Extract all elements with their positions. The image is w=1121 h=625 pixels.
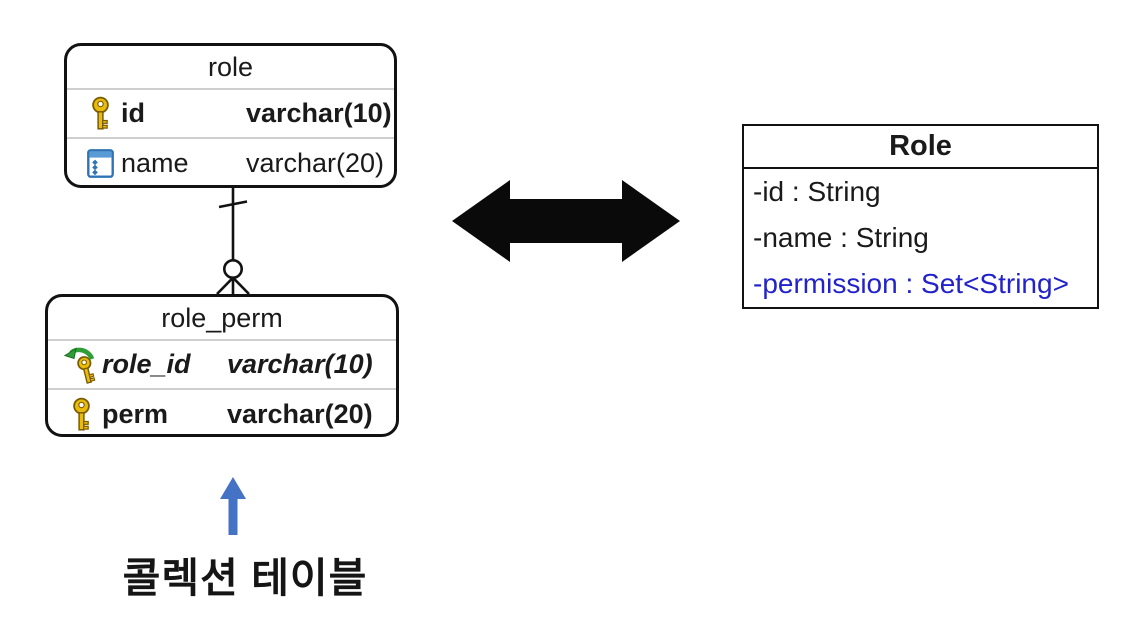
- er-column-name: perm: [102, 399, 169, 429]
- primary-key-icon: [64, 397, 98, 432]
- up-arrow-icon: [220, 477, 246, 535]
- primary-key-icon: [83, 96, 117, 131]
- er-table-role-perm-title: role_perm: [48, 297, 396, 341]
- er-column-row-id: id varchar(10): [67, 90, 394, 139]
- uml-class-role: Role -id : String -name : String -permis…: [742, 124, 1099, 309]
- uml-attribute-name: -name : String: [753, 222, 929, 253]
- er-table-role-title: role: [67, 46, 394, 90]
- uml-attribute-id: -id : String: [753, 176, 881, 207]
- uml-attribute-permission: -permission : Set<String>: [753, 268, 1069, 299]
- er-column-type: varchar(10): [227, 349, 373, 379]
- collection-table-label: 콜렉션 테이블: [122, 555, 368, 601]
- foreign-key-icon: [64, 344, 98, 386]
- er-column-row-name: name varchar(20): [67, 139, 394, 188]
- er-column-type: varchar(20): [227, 399, 373, 429]
- er-column-type: varchar(20): [246, 148, 385, 178]
- er-column-name: id: [121, 98, 145, 128]
- er-table-role-perm: role_perm role_id varchar(10): [45, 294, 399, 437]
- er-column-name: role_id: [102, 349, 191, 379]
- er-column-row-perm: perm varchar(20): [48, 390, 396, 439]
- column-icon: [83, 149, 117, 178]
- er-column-name: name: [121, 148, 189, 178]
- uml-class-title: Role: [744, 126, 1097, 169]
- double-arrow-icon: [452, 180, 680, 262]
- er-table-role: role id varchar(10) name varchar(20: [64, 43, 397, 188]
- er-column-row-role-id: role_id varchar(10): [48, 341, 396, 390]
- er-column-type: varchar(10): [246, 98, 392, 128]
- relationship-connector-one-to-many: [216, 188, 250, 295]
